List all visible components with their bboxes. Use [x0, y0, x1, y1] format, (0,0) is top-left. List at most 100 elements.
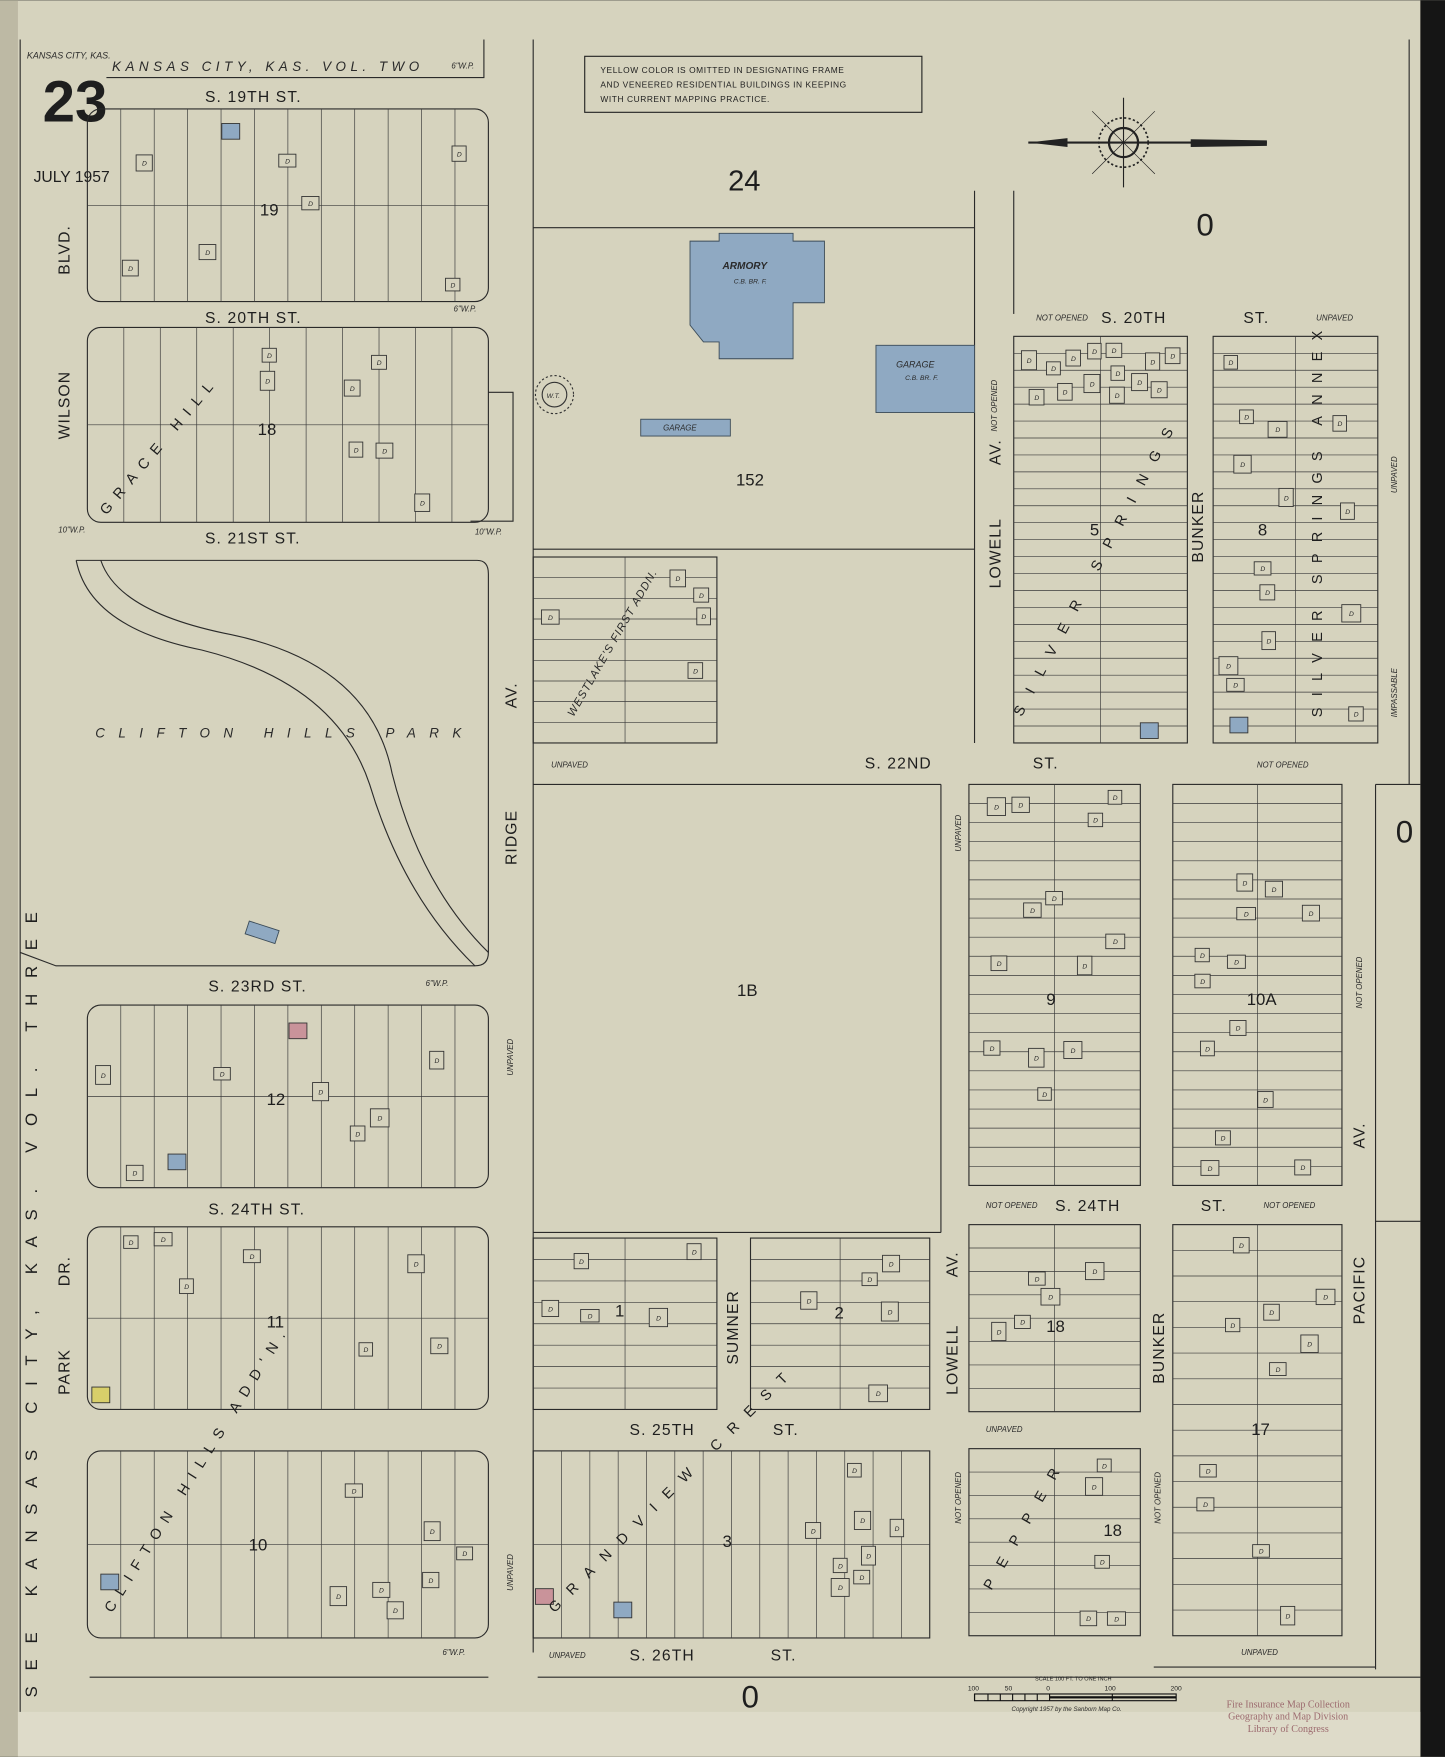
- dwelling-label: D: [437, 1344, 442, 1351]
- stamp-line-2: Geography and Map Division: [1228, 1712, 1348, 1723]
- street-lowell: LOWELL: [987, 518, 1004, 588]
- block-number: 3: [723, 1532, 732, 1551]
- dwelling-label: D: [1020, 1320, 1025, 1327]
- street-s26th-st: ST.: [771, 1647, 797, 1664]
- dwelling-building: [344, 1483, 363, 1498]
- dwelling-label: D: [1018, 803, 1023, 810]
- street-s22nd: S. 22ND: [865, 756, 932, 773]
- dwelling-building: [386, 1601, 404, 1620]
- dwelling-label: D: [1233, 683, 1238, 690]
- dwelling-building: [242, 1249, 261, 1264]
- dwelling-label: D: [1240, 462, 1245, 469]
- dwelling-building: [1037, 1087, 1052, 1101]
- dwelling-building: [1110, 365, 1125, 381]
- dwelling-building: [990, 955, 1008, 972]
- block-number: 18: [258, 420, 277, 439]
- dwelling-label: D: [1116, 371, 1121, 378]
- dwelling-building: [1232, 1237, 1250, 1254]
- block-numbers: 19 18 12 11 10 24 152 1B 5 8 9 10A 18 17…: [249, 166, 1413, 1715]
- dwelling-building: [991, 1321, 1007, 1342]
- dwelling-label: D: [1150, 359, 1155, 366]
- dwelling-label: D: [1285, 1613, 1290, 1620]
- dwelling-label: D: [588, 1314, 593, 1321]
- colored-building: [288, 1022, 308, 1040]
- note-not-opened-22nd: NOT OPENED: [1257, 761, 1309, 770]
- street-s19th: S. 19TH ST.: [205, 89, 302, 106]
- colored-building: [1229, 716, 1249, 734]
- sheet-reference: 0: [1196, 208, 1213, 243]
- dwelling-building: [445, 277, 461, 292]
- street-s25th-st: ST.: [773, 1422, 799, 1439]
- dwelling-building: [1226, 677, 1245, 692]
- note-line-1: YELLOW COLOR IS OMITTED IN DESIGNATING F…: [600, 65, 844, 75]
- dwelling-label: D: [1113, 795, 1118, 802]
- dwelling-building: [1200, 1160, 1220, 1176]
- clifton-hills-park: CLIFTON HILLS PARK: [19, 559, 489, 967]
- sheet-reference: 0: [1396, 815, 1413, 850]
- dwelling-building: [198, 244, 217, 261]
- dwelling-building: [121, 259, 139, 277]
- water-tower: W.T.: [534, 374, 575, 415]
- armory-construction: C.B. BR. F.: [734, 279, 767, 286]
- dwelling-building: [1199, 1464, 1217, 1478]
- dwelling-building: [580, 1309, 600, 1323]
- colored-building: [613, 1601, 633, 1619]
- dwelling-building: [861, 1545, 876, 1566]
- street-sumner: SUMNER: [725, 1290, 742, 1365]
- dwelling-building: [423, 1521, 441, 1542]
- dwelling-building: [696, 607, 711, 626]
- dwelling-label: D: [435, 1058, 440, 1065]
- dwelling-label: D: [393, 1608, 398, 1615]
- dwelling-label: D: [1042, 1092, 1047, 1099]
- dwelling-label: D: [184, 1284, 189, 1291]
- dwelling-building: [1096, 1458, 1112, 1473]
- silver-springs-annex-label: SILVER SPRINGS ANNEX: [1310, 320, 1326, 718]
- garage-construction: C.B. BR. F.: [905, 375, 938, 382]
- street-s20th-right: S. 20TH: [1101, 310, 1166, 327]
- dwelling-building: [1131, 373, 1148, 392]
- street-labels: S. 19TH ST. S. 20TH ST. S. 21ST ST. S. 2…: [56, 89, 1368, 1664]
- dwelling-building: [541, 1299, 560, 1317]
- dwelling-label: D: [308, 201, 313, 208]
- dwelling-label: D: [285, 158, 290, 165]
- note-wp-26th: 6"W.P.: [442, 1648, 465, 1657]
- street-park: PARK: [56, 1349, 73, 1395]
- dwelling-building: [1226, 954, 1246, 969]
- dwelling-building: [1109, 386, 1125, 404]
- dwelling-building: [1215, 1130, 1231, 1146]
- note-unpaved-26th-2: UNPAVED: [1241, 1648, 1278, 1657]
- dwelling-building: [1087, 812, 1104, 828]
- dwelling-building: [1269, 1362, 1287, 1376]
- dwelling-building: [1257, 1091, 1274, 1108]
- dwelling-label: D: [1265, 590, 1270, 597]
- block-number: 1B: [737, 981, 758, 1000]
- note-not-opened-24th-2: NOT OPENED: [1264, 1201, 1316, 1210]
- dwelling-label: D: [364, 1347, 369, 1354]
- dwelling-label: D: [1221, 1136, 1226, 1143]
- sheet-number: 23: [43, 69, 108, 134]
- street-lowell2-av: AV.: [945, 1251, 962, 1277]
- note-not-opened-bunker: NOT OPENED: [1153, 1472, 1162, 1524]
- dwelling-label: D: [205, 250, 210, 257]
- dwelling-building: [1085, 1477, 1104, 1496]
- garage-building-small: GARAGE: [640, 418, 731, 437]
- dwelling-label: D: [128, 266, 133, 273]
- block-number: 10A: [1247, 990, 1278, 1009]
- dwelling-building: [343, 379, 361, 397]
- dwelling-building: [880, 1301, 899, 1322]
- dwelling-building: [830, 1578, 850, 1597]
- water-tower-label: W.T.: [547, 393, 560, 400]
- dwelling-label: D: [1206, 1469, 1211, 1476]
- street-s22nd-st: ST.: [1033, 756, 1059, 773]
- dwelling-label: D: [1349, 611, 1354, 618]
- dwelling-building: [1028, 1047, 1045, 1068]
- street-bunker: BUNKER: [1190, 491, 1207, 563]
- dwelling-label: D: [1234, 960, 1239, 967]
- city-blocks: [86, 108, 1379, 1639]
- dwelling-label: D: [1027, 358, 1032, 365]
- dwelling-label: D: [1244, 415, 1249, 422]
- note-not-opened-pacific: NOT OPENED: [1355, 956, 1364, 1008]
- note-wp10-21st-left: 10"W.P.: [58, 525, 85, 534]
- dwelling-building: [983, 1040, 1001, 1056]
- dwelling-building: [1267, 421, 1288, 438]
